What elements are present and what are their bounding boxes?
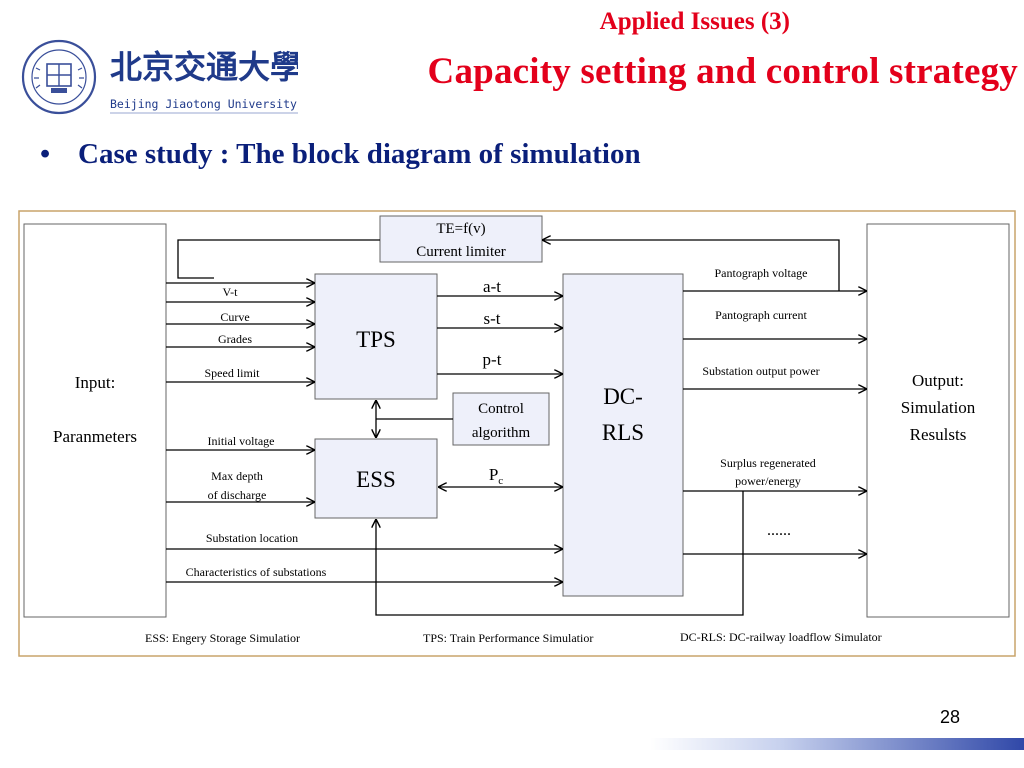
input-parameters-label: Paranmeters	[53, 427, 137, 446]
st-label: s-t	[484, 309, 501, 328]
university-chinese-name: 北京交通大學	[110, 48, 298, 86]
bullet-marker: •	[40, 138, 51, 170]
footer-gradient-bar	[650, 738, 1024, 750]
section-subtitle: Applied Issues (3)	[599, 8, 790, 35]
power-energy-label: power/energy	[735, 474, 801, 488]
ess-label: ESS	[356, 467, 396, 492]
dc-rls-label-line1: DC-	[603, 384, 643, 409]
tps-output-arrows	[437, 296, 563, 374]
slide-title: Capacity setting and control strategy	[427, 51, 1018, 92]
input-parameters-block: Input: Paranmeters	[23, 223, 167, 618]
university-seal-icon	[21, 39, 97, 115]
output-signal-arrows	[683, 291, 867, 554]
output-signal-labels: Pantograph voltage Pantograph current Su…	[702, 266, 819, 539]
university-english-name: Beijing Jiaotong University	[110, 97, 297, 111]
signal-max-depth-label: Max depth	[211, 469, 263, 483]
tps-output-labels: a-t s-t p-t	[483, 277, 502, 369]
surplus-regenerated-label: Surplus regenerated	[720, 456, 816, 470]
tps-block: TPS	[314, 273, 438, 400]
input-label: Input:	[75, 373, 116, 392]
pc-subscript-label: c	[498, 475, 503, 487]
simulation-block-diagram: Input: Paranmeters Output: Simulation Re…	[18, 210, 1016, 658]
more-outputs-ellipsis: ......	[767, 522, 791, 539]
output-results-block: Output: Simulation Resulsts	[866, 223, 1010, 618]
control-label: Control	[478, 401, 524, 417]
control-algorithm-block: Control algorithm	[452, 392, 550, 446]
signal-discharge-label: of discharge	[208, 488, 267, 502]
input-signal-labels: V-t Curve Grades Speed limit Initial vol…	[186, 285, 327, 579]
output-simulation-label: Simulation	[901, 398, 976, 417]
signal-substation-location-label: Substation location	[206, 531, 298, 545]
bullet-text: Case study : The block diagram of simula…	[78, 138, 641, 170]
signal-curve-label: Curve	[220, 310, 249, 324]
ess-block: ESS	[314, 438, 438, 519]
pantograph-voltage-label: Pantograph voltage	[715, 266, 808, 280]
signal-speed-limit-label: Speed limit	[205, 366, 261, 380]
diagram-legend: ESS: Engery Storage Simulatior TPS: Trai…	[145, 630, 882, 645]
input-signal-arrows	[166, 283, 563, 582]
te-function-label: TE=f(v)	[436, 221, 485, 237]
page-number: 28	[939, 707, 961, 727]
at-label: a-t	[483, 277, 501, 296]
pc-connector: Pc	[438, 465, 563, 487]
substation-output-power-label: Substation output power	[702, 364, 819, 378]
signal-initial-voltage-label: Initial voltage	[208, 434, 275, 448]
feedback-loop-connector	[177, 240, 840, 291]
bullet-point: • Case study : The block diagram of simul…	[40, 138, 641, 171]
dc-rls-label-line2: RLS	[602, 420, 644, 445]
pt-label: p-t	[483, 350, 502, 369]
output-results-label: Resulsts	[910, 425, 967, 444]
signal-grades-label: Grades	[218, 332, 252, 346]
tps-ess-link	[376, 400, 453, 438]
tps-label: TPS	[356, 327, 396, 352]
pantograph-current-label: Pantograph current	[715, 308, 807, 322]
dc-rls-block: DC- RLS	[562, 273, 684, 597]
pc-label: Pc	[489, 465, 503, 487]
current-limiter-block: TE=f(v) Current limiter	[379, 215, 543, 263]
pc-main-label: P	[489, 465, 498, 484]
university-logo: 北京交通大學 Beijing Jiaotong University	[18, 38, 302, 116]
legend-ess: ESS: Engery Storage Simulatior	[145, 631, 300, 645]
signal-characteristics-label: Characteristics of substations	[186, 565, 327, 579]
output-label: Output:	[912, 371, 964, 390]
surplus-feedback-connector	[376, 491, 744, 616]
current-limiter-label: Current limiter	[416, 244, 506, 260]
legend-tps: TPS: Train Performance Simulatior	[423, 631, 593, 645]
algorithm-label: algorithm	[472, 425, 531, 441]
legend-dcrls: DC-RLS: DC-railway loadflow Simulator	[680, 630, 882, 644]
signal-vt-label: V-t	[223, 285, 239, 299]
